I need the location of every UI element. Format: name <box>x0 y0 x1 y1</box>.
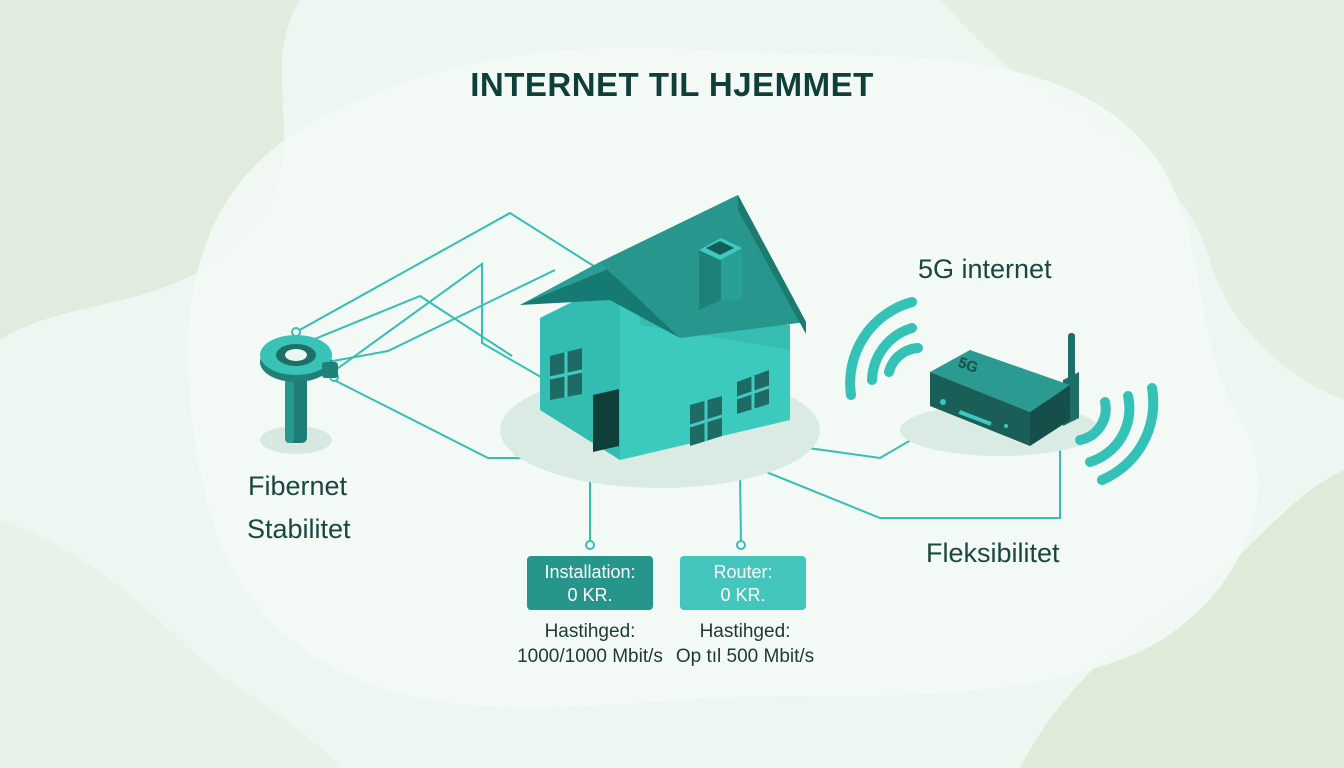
5g-internet-label: 5G internet <box>918 254 1052 284</box>
installation-card: Installation: 0 KR. <box>527 556 653 610</box>
stabilitet-label: Stabilitet <box>247 514 351 544</box>
signal-waves-right-icon <box>1075 383 1159 485</box>
fibernet-label: Fibernet <box>248 471 348 501</box>
installation-speed-label: Hastihged: <box>544 621 636 642</box>
installation-card-label: Installation: <box>544 562 636 582</box>
fiber-connector-icon <box>260 335 338 454</box>
router-speed-caption: Hastihged: Op tıl 500 Mbit/s <box>660 619 830 669</box>
router-card-label: Router: <box>713 562 773 582</box>
installation-speed-value: 1000/1000 Mbit/s <box>517 646 663 667</box>
house-icon <box>500 195 820 488</box>
router-speed-value: Op tıl 500 Mbit/s <box>675 646 815 667</box>
installation-card-value: 0 KR. <box>567 585 613 605</box>
page-title: INTERNET TIL HJEMMET <box>470 66 874 103</box>
installation-speed-caption: Hastihged: 1000/1000 Mbit/s <box>490 619 690 669</box>
signal-waves-left-icon <box>845 297 923 400</box>
router-icon <box>900 333 1100 456</box>
router-card-value: 0 KR. <box>720 585 766 605</box>
router-card: Router: 0 KR. <box>680 556 806 610</box>
router-speed-label: Hastihged: <box>699 621 791 642</box>
fleksibilitet-label: Fleksibilitet <box>926 538 1060 568</box>
